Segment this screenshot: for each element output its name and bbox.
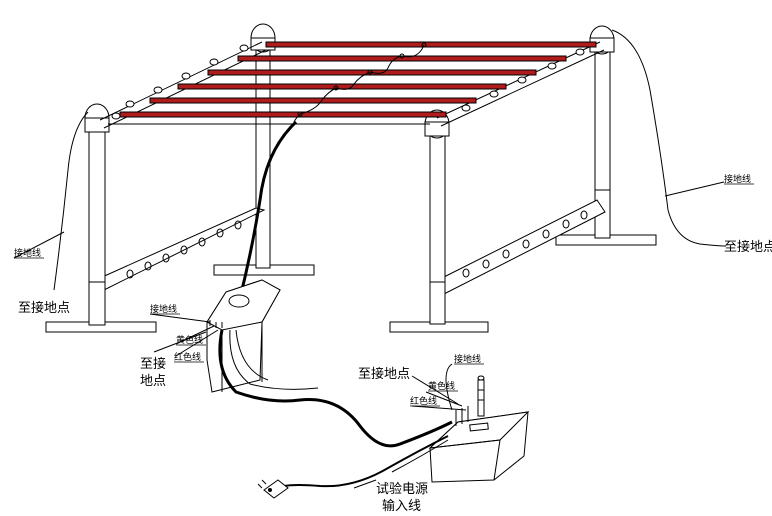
bar-clamps-right — [461, 48, 585, 112]
label-ground-wire-box: 接地线 — [454, 353, 481, 365]
rail-right-ladder — [437, 199, 606, 296]
label-red-console: 红色线 — [174, 351, 201, 363]
hv-cable — [238, 120, 298, 299]
label-yellow-box: 黄色线 — [428, 380, 455, 392]
label-to-ground-box: 至接地点 — [358, 366, 410, 382]
box-leaders — [411, 363, 467, 411]
label-power-line-1: 试验电源 — [376, 481, 428, 497]
label-ground-wire-right: 接地线 — [724, 173, 751, 185]
label-to-ground-console-2: 地点 — [140, 374, 166, 389]
console-unit — [206, 279, 281, 393]
power-leader — [353, 479, 377, 489]
label-ground-wire-console: 接地线 — [150, 303, 177, 315]
post-front-left — [45, 103, 157, 333]
ground-wire-right — [611, 29, 727, 247]
label-ground-wire-left: 接地线 — [14, 247, 41, 259]
label-power-line-2: 输入线 — [382, 498, 421, 514]
label-to-ground-console-1: 至接 — [140, 356, 166, 372]
post-back-right — [555, 25, 657, 246]
power-input-cable — [257, 435, 449, 499]
red-bars — [119, 41, 597, 118]
transformer-box — [428, 375, 530, 483]
rail-left-ladder — [99, 207, 266, 291]
post-front-right — [389, 109, 489, 333]
console-to-box-cables — [218, 329, 453, 448]
label-yellow-console: 黄色线 — [176, 334, 203, 346]
label-to-ground-right: 至接地点 — [724, 239, 772, 255]
bar-clamps-left — [111, 44, 249, 120]
post-back-left — [213, 23, 315, 276]
ground-wire-left — [13, 111, 89, 291]
bar-connection-wires — [293, 42, 427, 123]
label-to-ground-left: 至接地点 — [18, 300, 70, 316]
label-red-box: 红色线 — [410, 395, 437, 407]
console-leaders — [149, 313, 219, 357]
